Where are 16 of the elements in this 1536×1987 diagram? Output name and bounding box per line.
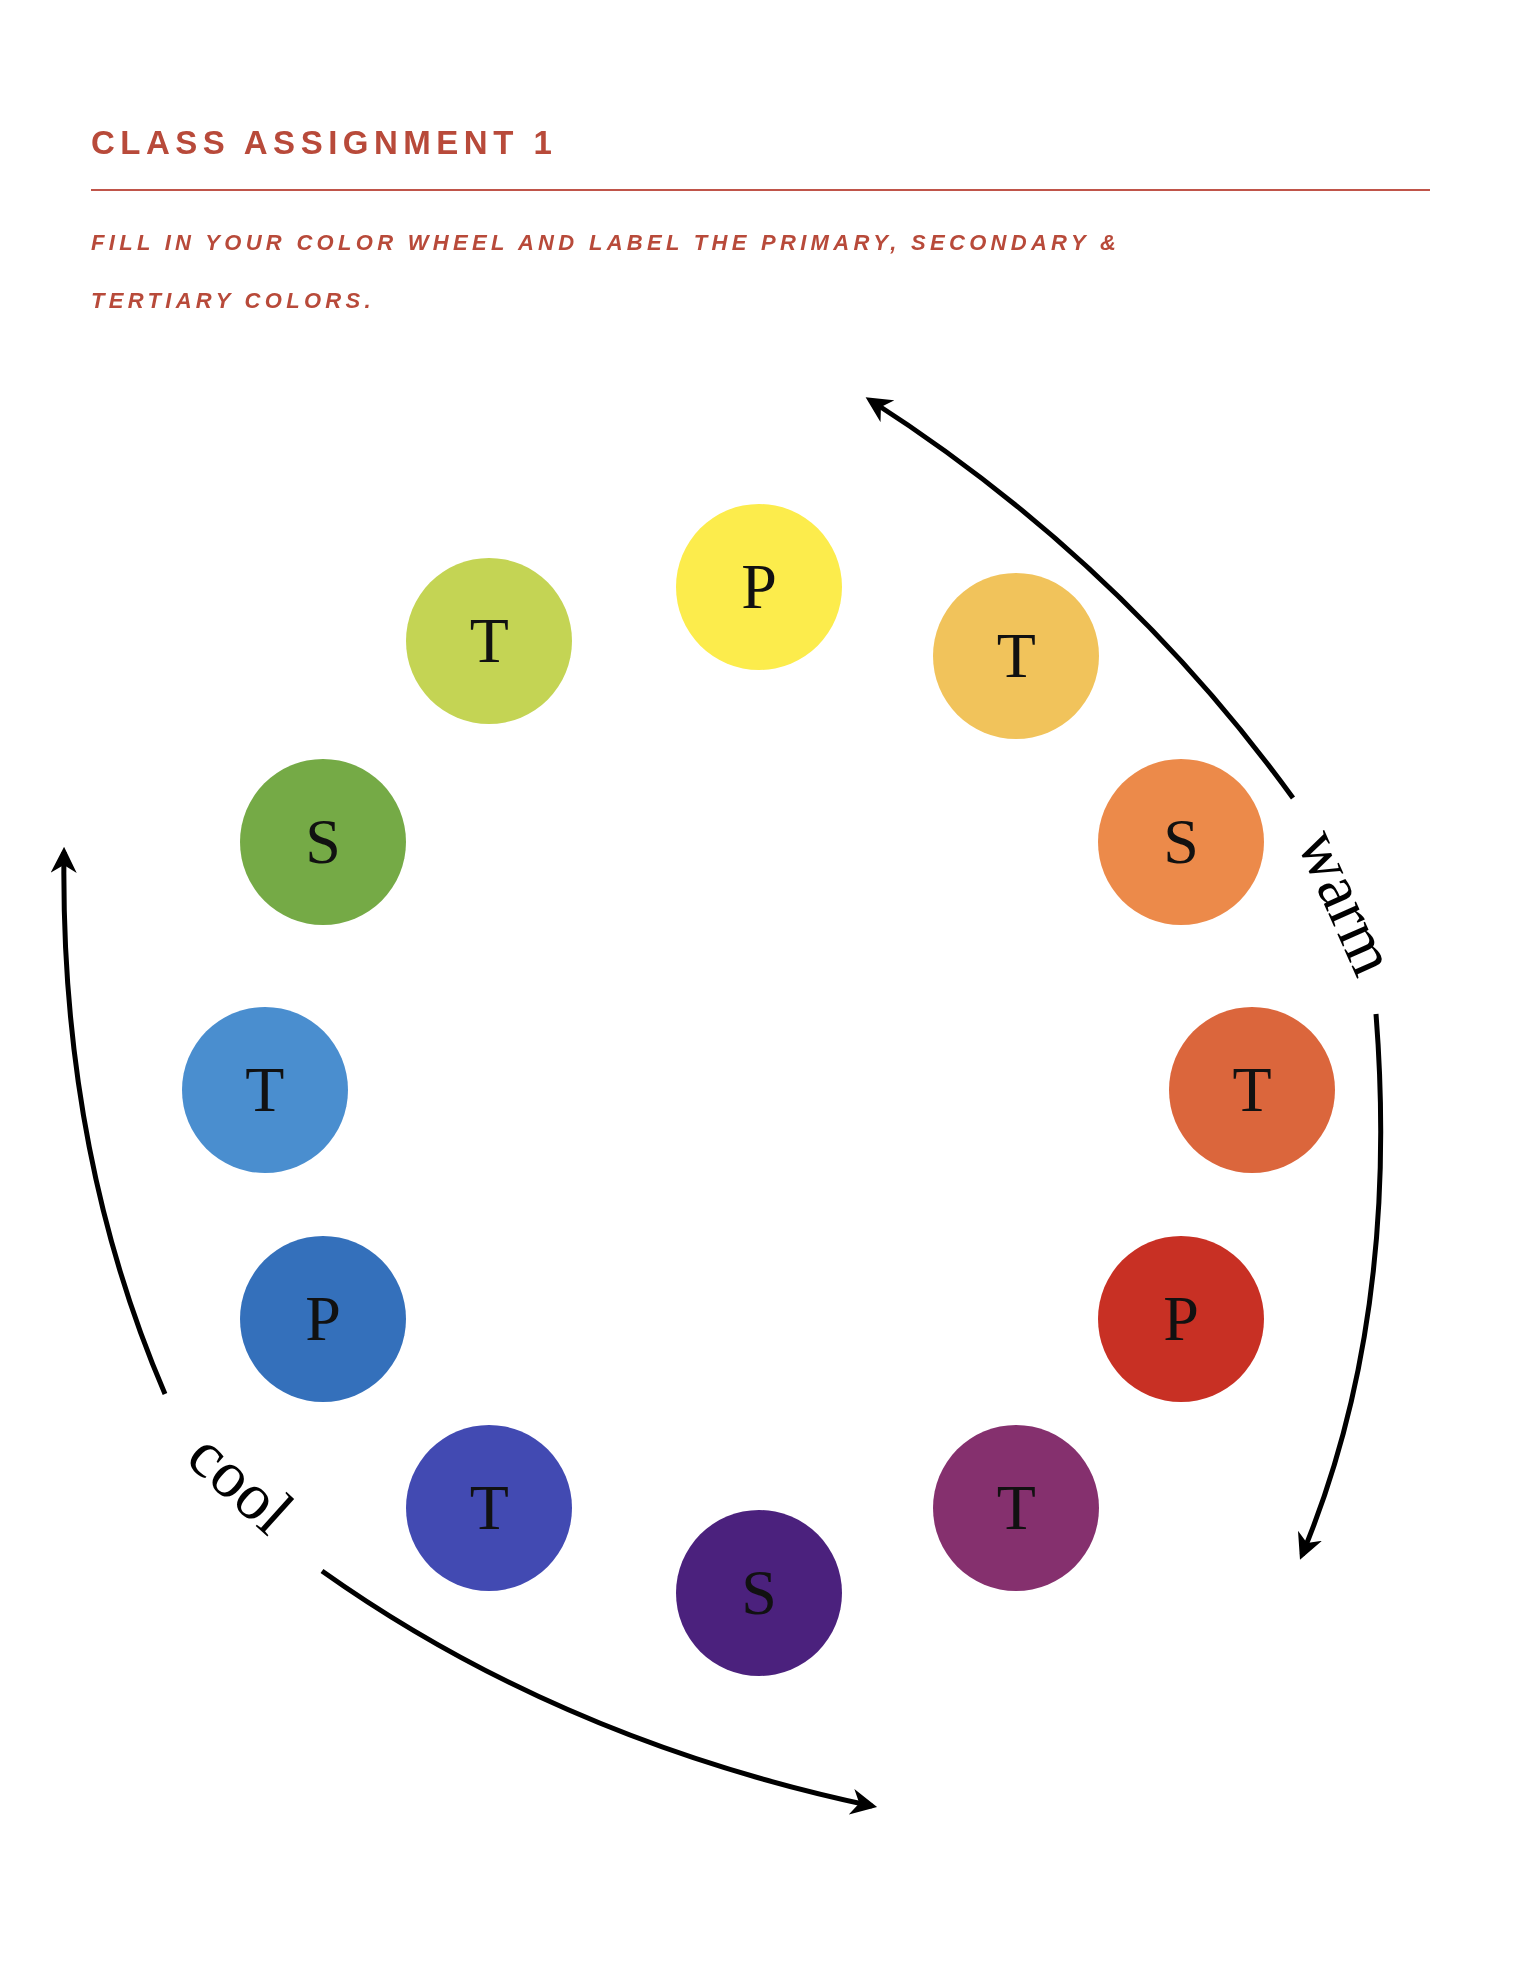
circle-letter: T: [469, 1476, 509, 1541]
circle-letter: P: [1163, 1287, 1199, 1352]
circle-letter: T: [996, 1476, 1036, 1541]
circle-letter: T: [245, 1057, 285, 1122]
circle-letter: P: [305, 1287, 341, 1352]
circle-letter: T: [469, 609, 509, 674]
circle-letter: T: [996, 624, 1036, 689]
circle-letter: T: [1232, 1057, 1272, 1122]
warm-label: warm: [1286, 819, 1408, 985]
cool-label: cool: [176, 1420, 306, 1546]
circle-letter: P: [741, 554, 777, 619]
circle-letter: S: [305, 809, 341, 874]
instructions: FILL IN YOUR COLOR WHEEL AND LABEL THE PRIMARY, SECONDARY & TERTIARY COLORS.: [91, 229, 1122, 315]
title: CLASS ASSIGNMENT 1: [91, 124, 558, 162]
circle-letter: S: [741, 1561, 777, 1625]
circle-letter: S: [1163, 809, 1199, 874]
